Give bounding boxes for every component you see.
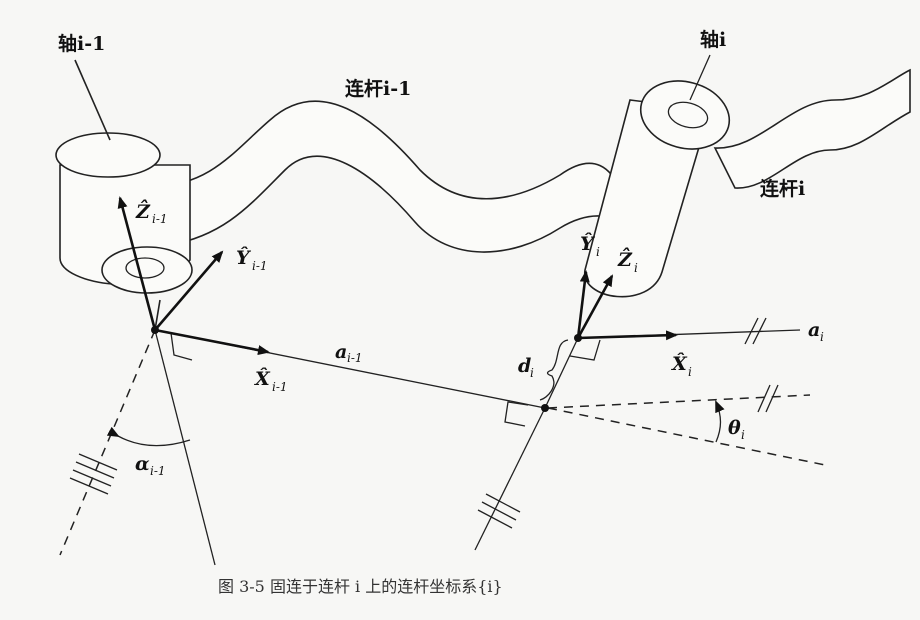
- z-cur-label: Ẑ: [617, 247, 633, 271]
- axis-cur-lower: [474, 407, 546, 551]
- joint-prev-cylinder: [55, 132, 193, 294]
- alpha-arc: [106, 426, 191, 447]
- hatch-cur-1: [477, 509, 513, 529]
- z-cur-axis: [576, 274, 614, 339]
- z-prev-axis: [117, 196, 157, 331]
- x-cur-sub: i: [688, 365, 692, 379]
- dash-x-ref: [547, 394, 811, 409]
- x-cur-axis: [577, 330, 678, 341]
- hatch-ai-1: [744, 317, 759, 345]
- link-prev-label: 连杆i-1: [345, 77, 411, 100]
- axis-prev-dashed: [59, 329, 156, 556]
- link-cur-label: 连杆i: [760, 177, 805, 200]
- y-cur-axis: [576, 270, 590, 339]
- figure-caption: 图 3-5 固连于连杆 i 上的连杆坐标系{i}: [218, 577, 503, 596]
- z-prev-label: Ẑ: [135, 199, 151, 223]
- y-prev-label: Ŷ: [236, 246, 252, 269]
- x-prev-label: X̂: [254, 368, 271, 390]
- origin-prev: [151, 326, 159, 334]
- joint-cur-cylinder: [584, 80, 731, 298]
- foot-point: [541, 404, 549, 412]
- axis-prev-label: 轴i-1: [58, 32, 105, 55]
- axis-cur-mid: [544, 337, 579, 409]
- a-cur-sub: i: [820, 330, 824, 344]
- d-cur-label: d: [518, 355, 531, 377]
- axis-cur-label: 轴i: [700, 28, 726, 51]
- z-cur-sub: i: [634, 261, 638, 275]
- d-cur-sub: i: [530, 366, 534, 380]
- y-cur-sub: i: [596, 245, 600, 259]
- hatch-prev-3: [75, 461, 115, 479]
- theta-cur-sub: i: [741, 428, 745, 442]
- dash-x-rot: [547, 407, 826, 466]
- origin-cur: [574, 334, 582, 342]
- axis-prev-solid: [74, 59, 111, 141]
- hatch-dash-1: [757, 384, 771, 413]
- hatch-ai-2: [752, 317, 767, 345]
- a-cur-label: a: [808, 319, 820, 341]
- hatch-dash-2: [765, 384, 779, 413]
- d-brace: [539, 339, 569, 401]
- y-prev-sub: i-1: [252, 259, 268, 273]
- alpha-prev-label: α: [135, 453, 150, 475]
- hatch-prev-2: [72, 469, 112, 487]
- alpha-prev-sub: i-1: [150, 464, 166, 478]
- theta-cur-label: θ: [728, 417, 741, 439]
- x-prev-axis: [154, 328, 270, 355]
- axis-i-parallel: [154, 329, 216, 566]
- hatch-cur-3: [485, 493, 521, 513]
- hatch-cur-2: [481, 501, 517, 521]
- link-prev-body: [153, 100, 632, 253]
- link-cur-body: [713, 68, 911, 189]
- x-cur-label: X̂: [671, 353, 688, 375]
- axis-cur-top: [689, 54, 711, 101]
- hatch-prev-4: [78, 453, 118, 471]
- y-prev-axis: [154, 250, 224, 331]
- a-prev-label: a: [335, 341, 347, 363]
- y-cur-label: Ŷ: [580, 232, 596, 255]
- theta-arc: [715, 400, 725, 443]
- right-angle-prev: [170, 332, 193, 361]
- a-prev-sub: i-1: [347, 351, 363, 365]
- z-prev-sub: i-1: [152, 212, 168, 226]
- axis-prev-lower: [154, 299, 161, 331]
- hatch-prev-1: [69, 477, 109, 495]
- right-angle-cur-top: [569, 339, 601, 361]
- x-prev-sub: i-1: [272, 380, 288, 394]
- right-angle-cur-bottom: [504, 401, 529, 427]
